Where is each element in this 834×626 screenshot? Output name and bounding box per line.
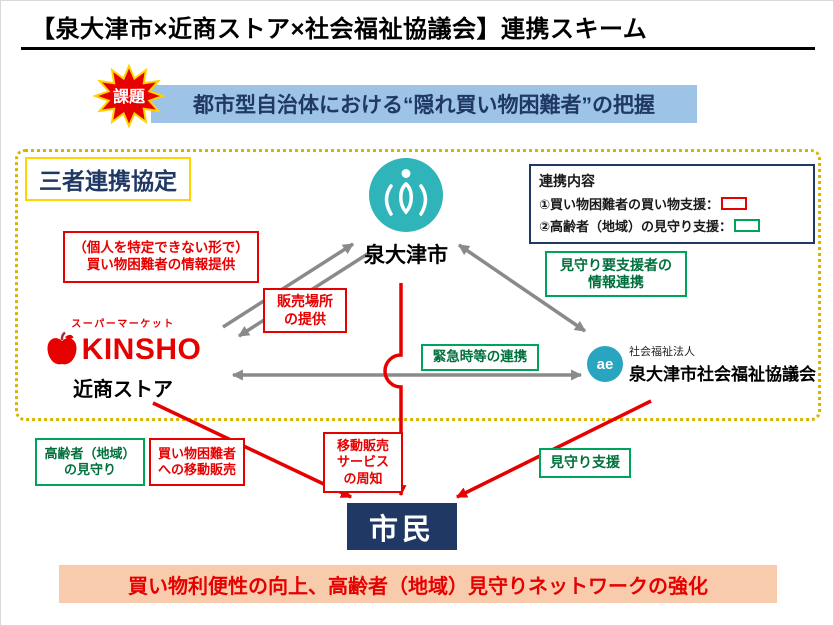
kinsho-logo-row: KINSHO — [37, 331, 209, 369]
mobile-sales-box: 買い物困難者 への移動販売 — [149, 438, 245, 486]
legend-item-2-text: ②高齢者（地域）の見守り支援： — [539, 219, 733, 234]
legend-box: 連携内容 ①買い物困難者の買い物支援： ②高齢者（地域）の見守り支援： — [529, 164, 815, 244]
challenge-starburst-icon: 課題 — [93, 63, 165, 129]
kinsho-block: スーパーマーケット KINSHO 近商ストア — [37, 315, 209, 402]
goal-banner: 買い物利便性の向上、高齢者（地域）見守りネットワークの強化 — [59, 565, 777, 603]
council-text: 社会福祉法人 泉大津市社会福祉協議会 — [629, 343, 816, 385]
kinsho-logo-text: KINSHO — [81, 333, 202, 366]
council-name: 泉大津市社会福祉協議会 — [629, 365, 816, 384]
city-emblem-icon — [369, 158, 443, 232]
council-logo-text: ae — [596, 355, 614, 373]
info-provide-box: （個人を特定できない形で） 買い物困難者の情報提供 — [63, 231, 259, 283]
legend-green-swatch — [734, 219, 761, 232]
challenge-badge-label: 課題 — [113, 87, 146, 106]
city-emblem-dot — [401, 169, 411, 178]
kinsho-name: 近商ストア — [73, 379, 173, 401]
page-title: 【泉大津市×近商ストア×社会福祉協議会】連携スキーム — [31, 16, 648, 43]
legend-item-2: ②高齢者（地域）の見守り支援： — [539, 216, 805, 235]
legend-item-1-text: ①買い物困難者の買い物支援： — [539, 197, 720, 212]
mobile-service-notice-box: 移動販売 サービス の周知 — [323, 432, 403, 493]
legend-red-swatch — [721, 197, 748, 210]
city-name: 泉大津市 — [364, 244, 448, 267]
challenge-statement: 都市型自治体における“隠れ買い物困難者”の把握 — [151, 85, 697, 123]
council-logo-icon: ae — [587, 346, 623, 382]
citizens-box: 市民 — [347, 503, 457, 550]
council-corp-type: 社会福祉法人 — [629, 346, 695, 358]
city-emblem-right-arc — [419, 184, 428, 216]
legend-item-1: ①買い物困難者の買い物支援： — [539, 194, 805, 213]
city-emblem-circle — [369, 158, 443, 232]
watch-info-box: 見守り要支援者の 情報連携 — [545, 251, 687, 297]
watch-support-box: 見守り支援 — [539, 448, 631, 478]
city-emblem-center-shape — [399, 181, 413, 215]
sales-place-box: 販売場所 の提供 — [263, 288, 347, 333]
legend-title: 連携内容 — [539, 173, 595, 189]
agreement-label: 三者連携協定 — [25, 157, 191, 201]
city-emblem-left-arc — [384, 184, 393, 216]
starburst-shape — [93, 63, 165, 129]
emergency-link-box: 緊急時等の連携 — [421, 344, 539, 371]
title-underline — [21, 47, 815, 50]
council-block: ae 社会福祉法人 泉大津市社会福祉協議会 — [587, 343, 816, 385]
apple-icon — [47, 331, 77, 365]
elderly-watch-box: 高齢者（地域） の見守り — [35, 438, 145, 486]
kinsho-supermarket-label: スーパーマーケット — [71, 319, 175, 330]
agreement-frame — [15, 149, 821, 421]
